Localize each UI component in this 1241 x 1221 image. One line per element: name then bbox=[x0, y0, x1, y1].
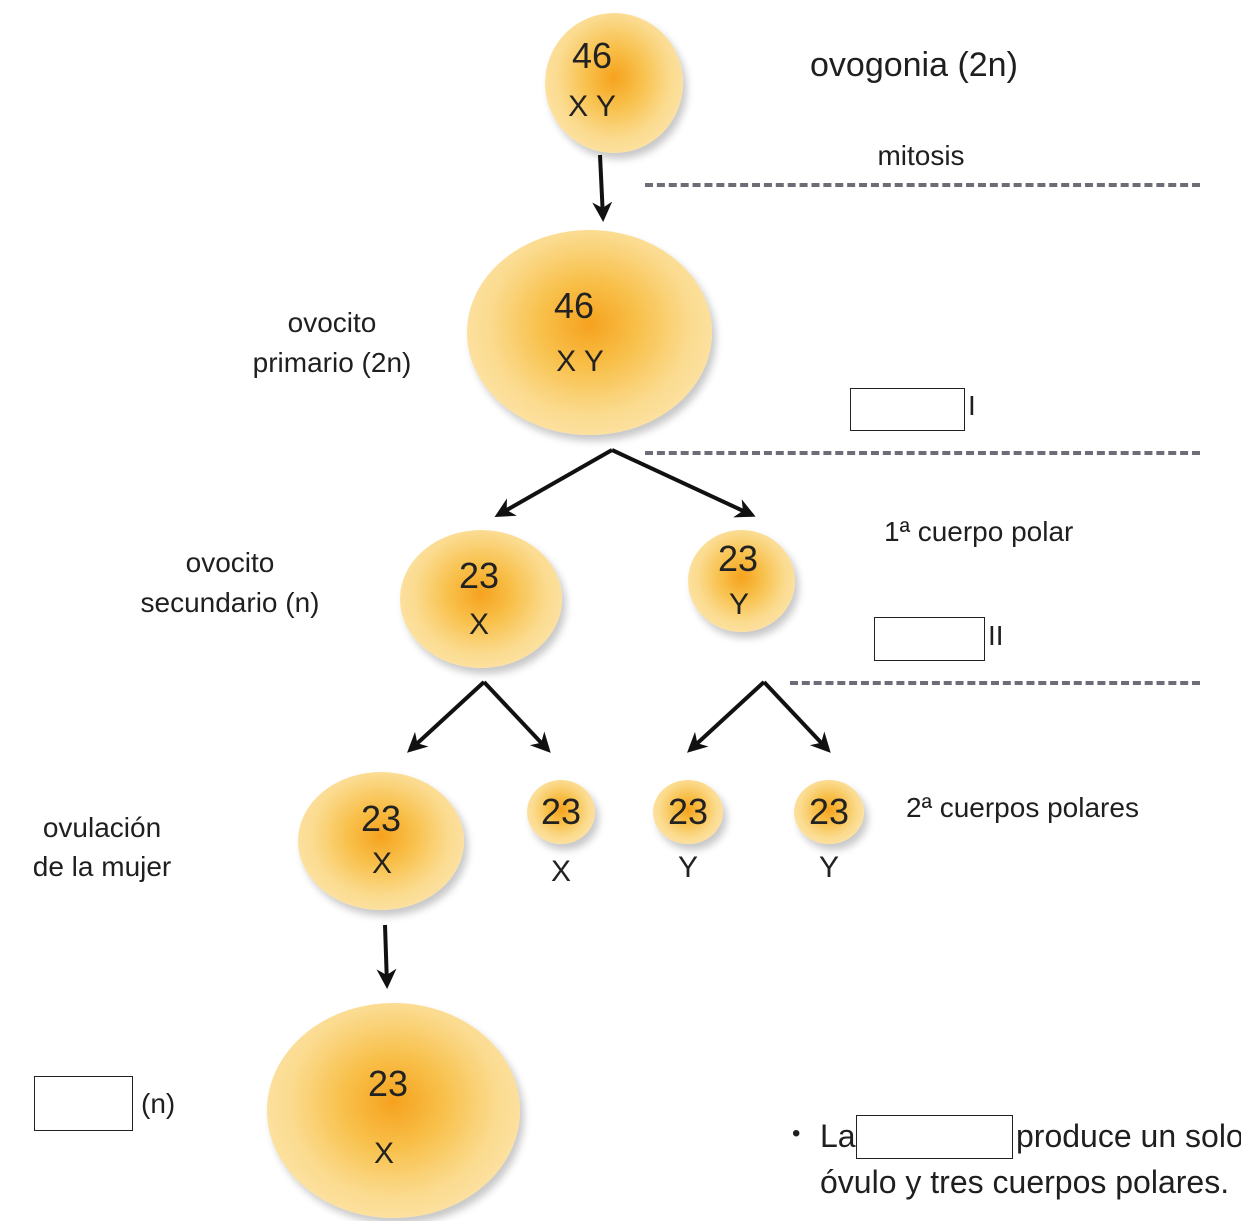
label-ovum-suffix: (n) bbox=[141, 1088, 176, 1119]
cell-polar1-chromosomes: Y bbox=[728, 588, 750, 621]
cell-polar2a-chromosomes: X bbox=[550, 855, 572, 888]
cell-primary-number: 46 bbox=[553, 285, 595, 326]
label-ovulation-line2: de la mujer bbox=[32, 851, 172, 882]
arrow-mitosis bbox=[592, 154, 613, 222]
cell-ovum bbox=[267, 1003, 520, 1218]
divider-meiosis-1 bbox=[645, 451, 1200, 455]
cell-ovogonia-number: 46 bbox=[571, 35, 613, 76]
cell-ovulation-number: 23 bbox=[360, 798, 402, 839]
label-secondary-oocyte-line1: ovocito bbox=[185, 547, 275, 578]
cell-polar2a-number: 23 bbox=[540, 791, 582, 832]
cell-secondary-oocyte bbox=[400, 530, 562, 668]
statement-line2: óvulo y tres cuerpos polares. bbox=[820, 1164, 1230, 1200]
label-mitosis: mitosis bbox=[877, 140, 965, 171]
label-second-polar-bodies: 2ª cuerpos polares bbox=[906, 792, 1139, 823]
blank-ovum[interactable] bbox=[34, 1076, 133, 1131]
label-ovogonia: ovogonia (2n) bbox=[810, 46, 1018, 84]
cell-ovum-number: 23 bbox=[367, 1063, 409, 1104]
divider-meiosis-2 bbox=[790, 681, 1200, 685]
cell-polar-body-2b bbox=[653, 780, 723, 844]
cell-ovulation-chromosomes: X bbox=[371, 847, 393, 880]
divider-mitosis bbox=[645, 183, 1200, 187]
label-secondary-oocyte-line2: secundario (n) bbox=[140, 587, 320, 618]
statement-suffix: produce un solo bbox=[1016, 1118, 1241, 1154]
cell-secondary-chromosomes: X bbox=[468, 608, 490, 641]
label-meiosis-1-suffix: I bbox=[968, 390, 976, 421]
arrow-to-polar2c bbox=[762, 680, 831, 753]
label-primary-oocyte-line2: primario (2n) bbox=[252, 347, 412, 378]
blank-meiosis-1[interactable] bbox=[850, 388, 965, 431]
arrow-to-polar2b bbox=[687, 680, 766, 753]
cell-polar-body-1 bbox=[688, 530, 795, 632]
cell-ovulation bbox=[298, 772, 464, 910]
cell-polar1-number: 23 bbox=[717, 538, 759, 579]
cell-polar2c-chromosomes: Y bbox=[818, 851, 840, 884]
cell-polar-body-2a bbox=[527, 780, 595, 844]
cell-polar2b-number: 23 bbox=[667, 791, 709, 832]
label-primary-oocyte-line1: ovocito bbox=[287, 307, 377, 338]
arrow-to-ovum bbox=[376, 924, 397, 989]
cell-secondary-number: 23 bbox=[458, 555, 500, 596]
statement-bullet: • bbox=[792, 1120, 801, 1147]
statement-prefix: La bbox=[820, 1118, 856, 1154]
cell-ovum-chromosomes: X bbox=[373, 1137, 395, 1170]
blank-statement[interactable] bbox=[856, 1115, 1013, 1159]
arrow-to-polar1 bbox=[611, 448, 756, 518]
arrow-to-polar2a bbox=[482, 680, 551, 753]
arrow-to-secondary bbox=[494, 448, 613, 517]
label-ovulation-line1: ovulación bbox=[42, 812, 162, 843]
cell-primary-oocyte bbox=[467, 230, 712, 435]
label-meiosis-2-suffix: II bbox=[988, 620, 1004, 651]
cell-ovogonia-chromosomes: X Y bbox=[568, 90, 616, 123]
cell-polar-body-2c bbox=[794, 780, 864, 844]
cell-polar2c-number: 23 bbox=[808, 791, 850, 832]
label-first-polar-body: 1ª cuerpo polar bbox=[884, 516, 1074, 547]
cell-primary-chromosomes: X Y bbox=[556, 345, 604, 378]
arrow-to-ovulation bbox=[407, 680, 486, 753]
cell-ovogonia bbox=[545, 13, 683, 153]
cell-polar2b-chromosomes: Y bbox=[677, 851, 699, 884]
blank-meiosis-2[interactable] bbox=[874, 617, 985, 661]
